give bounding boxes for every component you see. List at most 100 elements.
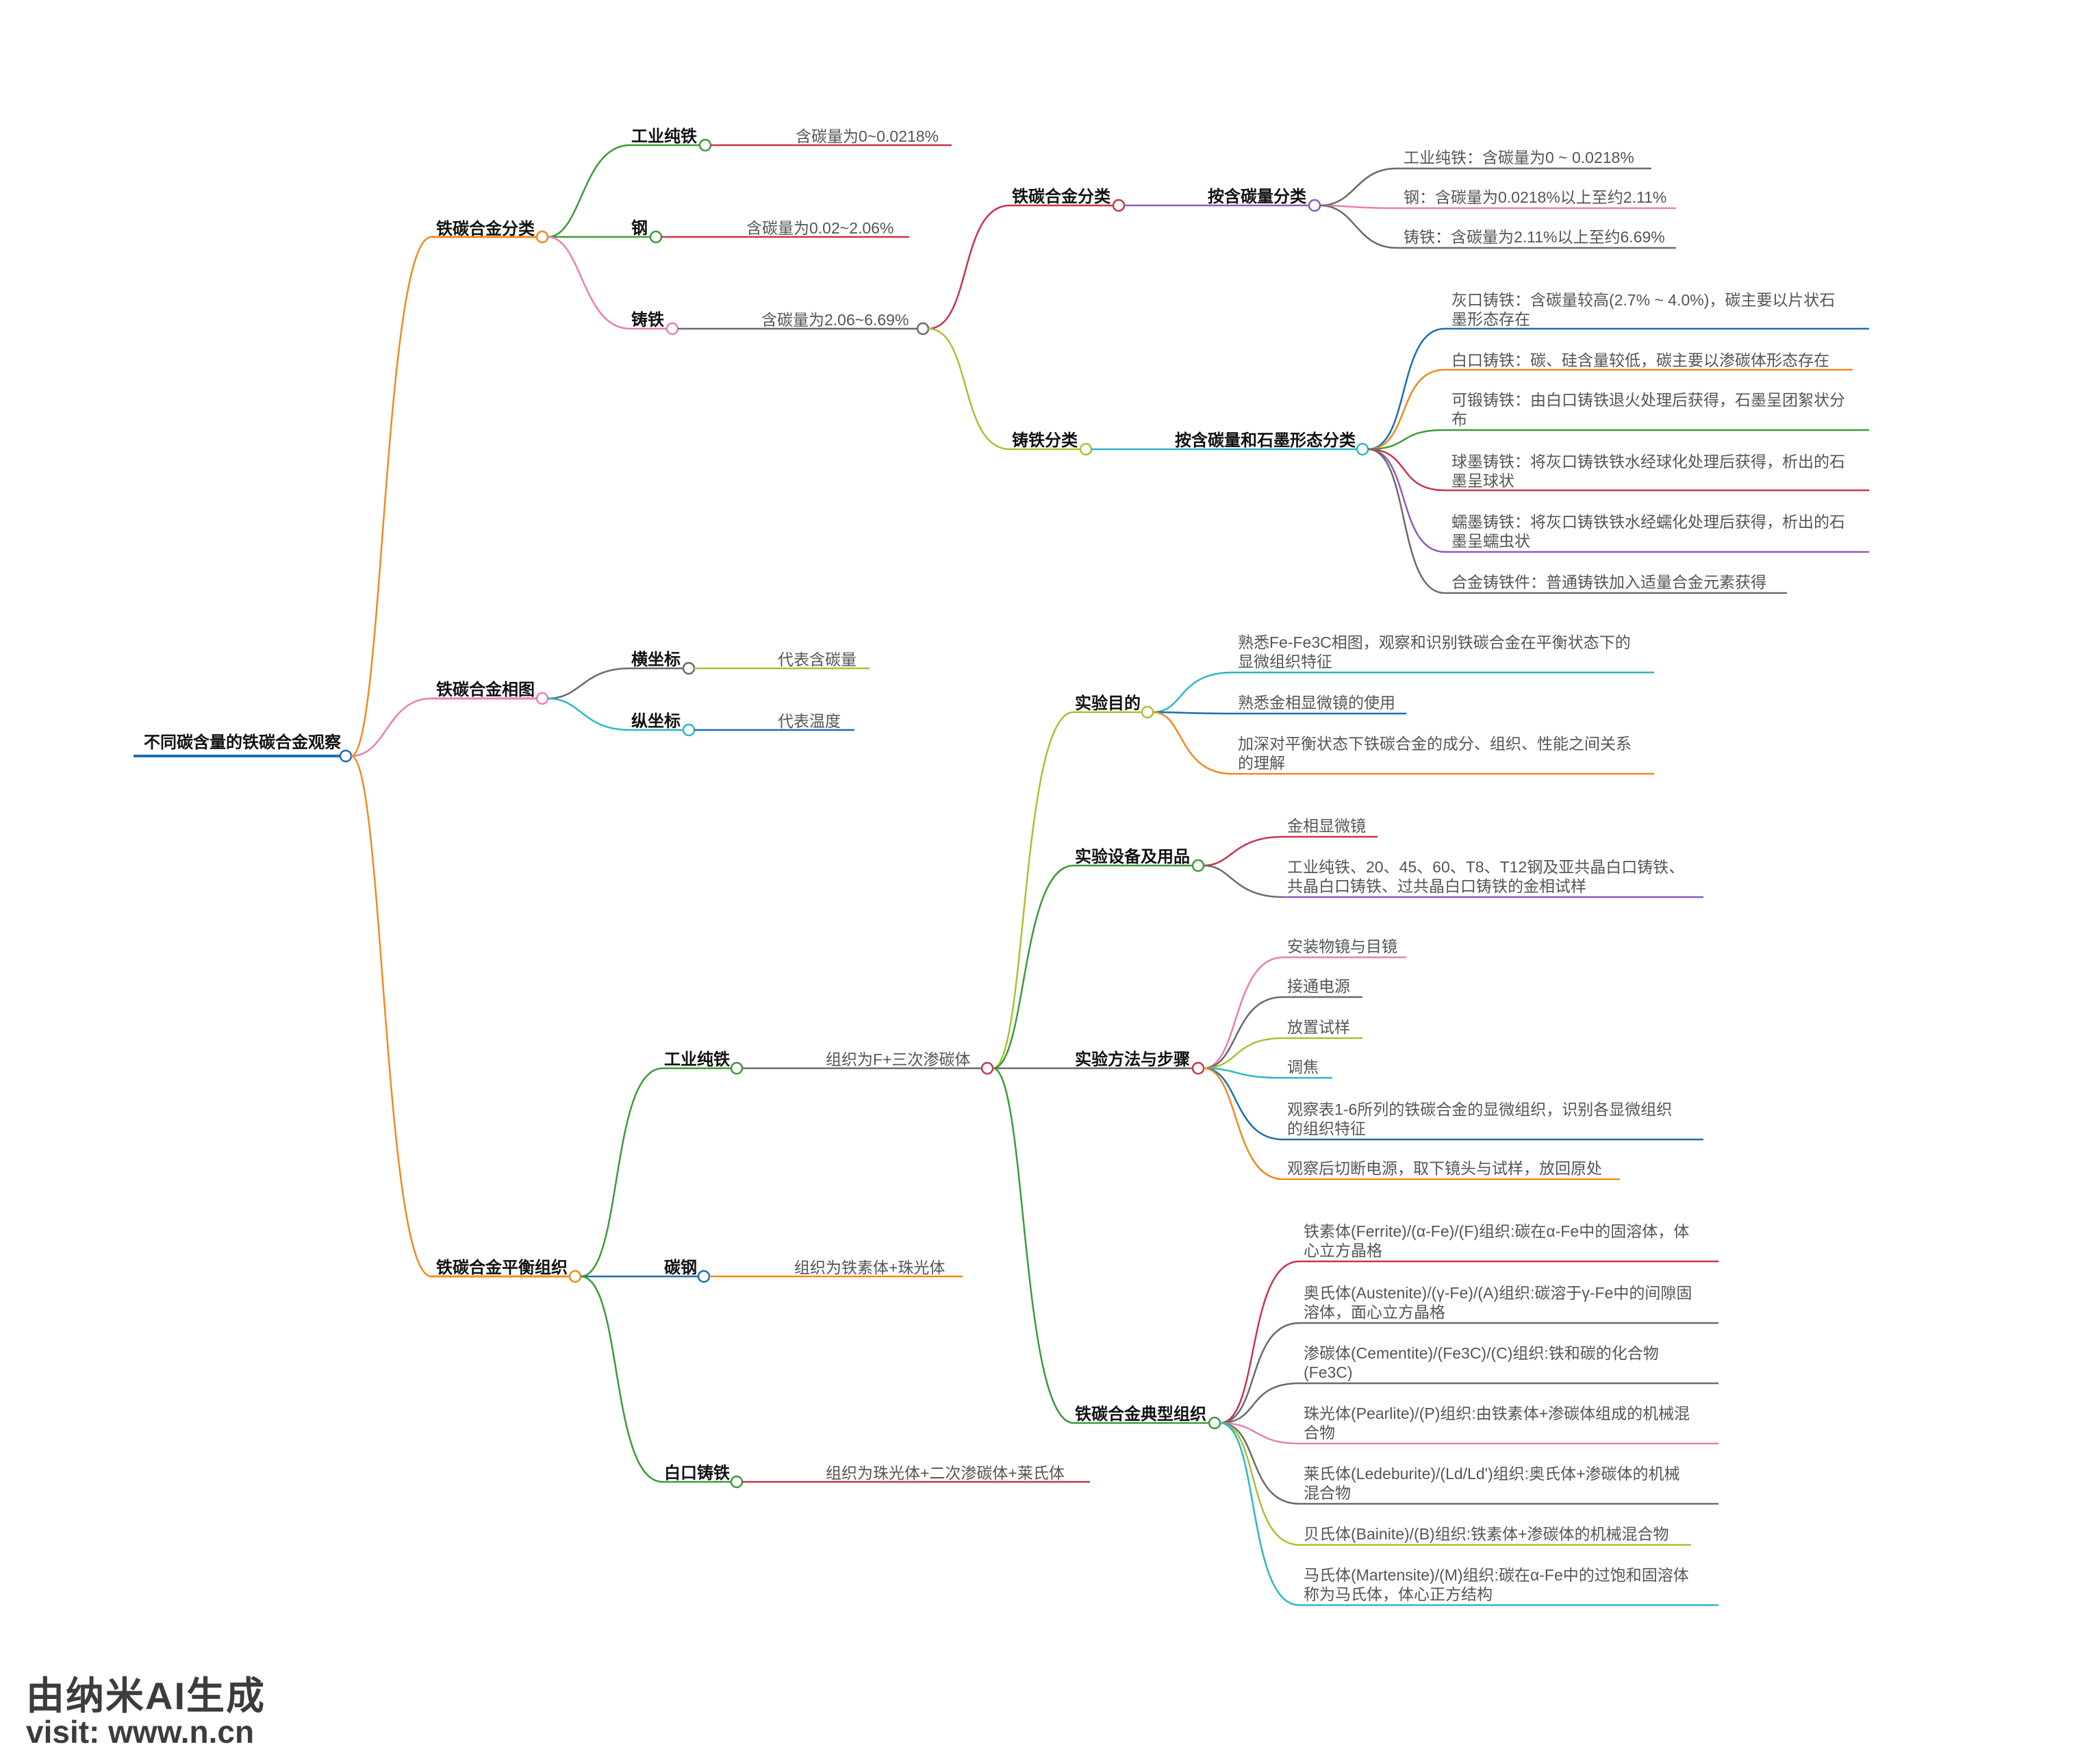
typical-ferrite-l1: 铁素体(Ferrite)/(α-Fe)/(F)组织:碳在α-Fe中的固溶体，体 (1304, 1222, 1689, 1240)
root-collapse-dot[interactable] (339, 749, 353, 763)
node-eq-tangang[interactable]: 碳钢 组织为铁素体+珠光体 (663, 1259, 963, 1283)
node-method[interactable]: 实验方法与步骤 (1074, 1050, 1205, 1075)
typical-connectors (1219, 1260, 1300, 1606)
typical-pearlite-l1: 珠光体(Pearlite)/(P)组织:由铁素体+渗碳体组成的机械混 (1304, 1404, 1690, 1422)
method-2: 接通电源 (1287, 977, 1350, 995)
typical-pearlite-l2: 合物 (1304, 1424, 1335, 1441)
equipment-items: 金相显微镜 工业纯铁、20、45、60、T8、T12钢及亚共晶白口铸铁、 共晶白… (1283, 817, 1703, 898)
node-gang[interactable]: 钢 含碳量为0.02~2.06% (630, 219, 909, 244)
purpose-connectors (1152, 671, 1233, 775)
sub1-title: 铁碳合金分类 (1012, 187, 1111, 206)
gang-label: 钢 (631, 219, 648, 238)
eq-gongye-connectors (992, 711, 1074, 1424)
sub2-items: 灰口铸铁：含碳量较高(2.7% ~ 4.0%)，碳主要以片状石 墨形态存在 白口… (1445, 291, 1869, 594)
equipment-dot[interactable] (1191, 859, 1205, 872)
method-1: 安装物镜与目镜 (1287, 937, 1397, 955)
node-y-axis[interactable]: 纵坐标 代表温度 (630, 712, 854, 737)
typical-bainite-l1: 贝氏体(Bainite)/(B)组织:铁素体+渗碳体的机械混合物 (1304, 1525, 1669, 1543)
branch-phase-diagram[interactable]: 铁碳合金相图 (431, 680, 549, 705)
node-typical[interactable]: 铁碳合金典型组织 (1074, 1404, 1221, 1430)
branch-equilibrium[interactable]: 铁碳合金平衡组织 (431, 1258, 582, 1283)
purpose-2-l1: 熟悉金相显微镜的使用 (1238, 694, 1395, 711)
eq-tangang-label: 碳钢 (664, 1259, 697, 1277)
castiron-ductile-l1: 球墨铸铁：将灰口铸铁铁水经球化处理后获得，析出的石 (1451, 453, 1845, 470)
castiron-ductile-l2: 墨呈球状 (1451, 472, 1514, 490)
sub2-connectors (1367, 327, 1445, 594)
gongye-desc: 含碳量为0~0.0218% (796, 127, 939, 145)
typical-austenite-l2: 溶体，面心立方晶格 (1304, 1303, 1445, 1321)
node-zhutie[interactable]: 铸铁 含碳量为2.06~6.69% (630, 310, 930, 336)
purpose-3-l2: 的理解 (1238, 754, 1285, 772)
typical-items: 铁素体(Ferrite)/(α-Fe)/(F)组织:碳在α-Fe中的固溶体，体 … (1299, 1222, 1718, 1606)
zhutie-label: 铸铁 (631, 310, 664, 329)
method-connectors (1203, 956, 1284, 1181)
equipment-title: 实验设备及用品 (1075, 847, 1190, 866)
x-axis-label: 横坐标 (631, 650, 681, 669)
sub1-criterion: 按含碳量分类 (1208, 187, 1307, 206)
typical-ledeburite-l1: 莱氏体(Ledeburite)/(Ld/Ld')组织:奥氏体+渗碳体的机械 (1304, 1465, 1680, 1483)
node-gongye-chuntie[interactable]: 工业纯铁 含碳量为0~0.0218% (630, 127, 952, 152)
sub2-criterion-dot[interactable] (1356, 442, 1369, 456)
node-sub-castiron[interactable]: 铸铁分类 按含碳量和石墨形态分类 (1010, 431, 1369, 456)
node-equipment[interactable]: 实验设备及用品 (1074, 847, 1205, 872)
castiron-gray-l1: 灰口铸铁：含碳量较高(2.7% ~ 4.0%)，碳主要以片状石 (1451, 291, 1835, 309)
watermark-title: 由纳米AI生成 (26, 1674, 266, 1717)
node-sub-classification[interactable]: 铁碳合金分类 按含碳量分类 (1010, 187, 1321, 212)
method-dot[interactable] (1191, 1061, 1205, 1075)
gang-dot[interactable] (649, 230, 663, 244)
castiron-gray-l2: 墨形态存在 (1451, 310, 1530, 328)
typical-cementite-l1: 渗碳体(Cementite)/(Fe3C)/(C)组织:铁和碳的化合物 (1304, 1344, 1659, 1362)
node-x-axis[interactable]: 横坐标 代表含碳量 (630, 650, 870, 675)
eq-gongye-desc-dot[interactable] (980, 1061, 994, 1075)
eq-tangang-desc: 组织为铁素体+珠光体 (794, 1259, 945, 1276)
branch-classification[interactable]: 铁碳合金分类 (431, 219, 549, 244)
eq-baikou-dot[interactable] (730, 1475, 744, 1489)
sub1-dot[interactable] (1112, 199, 1126, 212)
sub1-connectors (1319, 167, 1397, 249)
y-axis-desc: 代表温度 (778, 712, 841, 730)
classification-dot[interactable] (535, 230, 549, 244)
eq-gongye-dot[interactable] (730, 1061, 744, 1075)
root-connectors (351, 236, 432, 1278)
method-items: 安装物镜与目镜 接通电源 放置试样 调焦 观察表1-6所列的铁碳合金的显微组织，… (1283, 937, 1703, 1181)
purpose-1-l2: 显微组织特征 (1238, 653, 1332, 670)
root-node[interactable]: 不同碳含量的铁碳合金观察 (134, 733, 353, 763)
equipment-1-l1: 金相显微镜 (1287, 817, 1366, 835)
sub2-dot[interactable] (1079, 442, 1093, 456)
node-eq-gongye[interactable]: 工业纯铁 组织为F+三次渗碳体 (663, 1050, 994, 1075)
purpose-items: 熟悉Fe-Fe3C相图，观察和识别铁碳合金在平衡状态下的 显微组织特征 熟悉金相… (1232, 633, 1654, 775)
node-purpose[interactable]: 实验目的 (1074, 694, 1154, 719)
purpose-1-l1: 熟悉Fe-Fe3C相图，观察和识别铁碳合金在平衡状态下的 (1238, 633, 1631, 651)
sub1-item-3: 铸铁：含碳量为2.11%以上至约6.69% (1404, 228, 1665, 246)
eq-baikou-label: 白口铸铁 (664, 1463, 730, 1483)
watermark-url: visit: www.n.cn (26, 1714, 255, 1750)
x-axis-dot[interactable] (682, 662, 696, 675)
typical-martensite-l1: 马氏体(Martensite)/(M)组织:碳在α-Fe中的过饱和固溶体 (1304, 1566, 1689, 1584)
gongye-dot[interactable] (698, 138, 712, 152)
eq-gongye-desc: 组织为F+三次渗碳体 (826, 1050, 970, 1068)
eq-baikou-desc: 组织为珠光体+二次渗碳体+莱氏体 (826, 1464, 1065, 1482)
zhutie-desc-dot[interactable] (916, 322, 930, 336)
sub2-title: 铸铁分类 (1012, 431, 1078, 450)
equilibrium-dot[interactable] (568, 1270, 582, 1283)
purpose-dot[interactable] (1141, 705, 1154, 719)
castiron-vermicular-l2: 墨呈蠕虫状 (1451, 532, 1530, 550)
typical-martensite-l2: 称为马氏体，体心正方结构 (1304, 1585, 1493, 1603)
equipment-2-l1: 工业纯铁、20、45、60、T8、T12钢及亚共晶白口铸铁、 (1287, 858, 1684, 876)
y-axis-label: 纵坐标 (631, 712, 681, 731)
zhutie-connectors (928, 204, 1011, 451)
eq-tangang-dot[interactable] (697, 1270, 711, 1283)
node-eq-baikou[interactable]: 白口铸铁 组织为珠光体+二次渗碳体+莱氏体 (663, 1463, 1090, 1489)
equilibrium-connectors (580, 1067, 663, 1483)
zhutie-dot[interactable] (665, 322, 679, 336)
method-6: 观察后切断电源，取下镜头与试样，放回原处 (1287, 1159, 1602, 1177)
y-axis-dot[interactable] (682, 723, 696, 737)
sub1-criterion-dot[interactable] (1308, 199, 1321, 212)
classification-connectors (547, 144, 631, 330)
method-title: 实验方法与步骤 (1075, 1050, 1190, 1069)
typical-dot[interactable] (1208, 1416, 1221, 1430)
phase-dot[interactable] (535, 692, 549, 705)
equipment-connectors (1203, 835, 1284, 898)
castiron-malleable-l1: 可锻铸铁：由白口铸铁退火处理后获得，石墨呈团絮状分 (1451, 391, 1845, 409)
